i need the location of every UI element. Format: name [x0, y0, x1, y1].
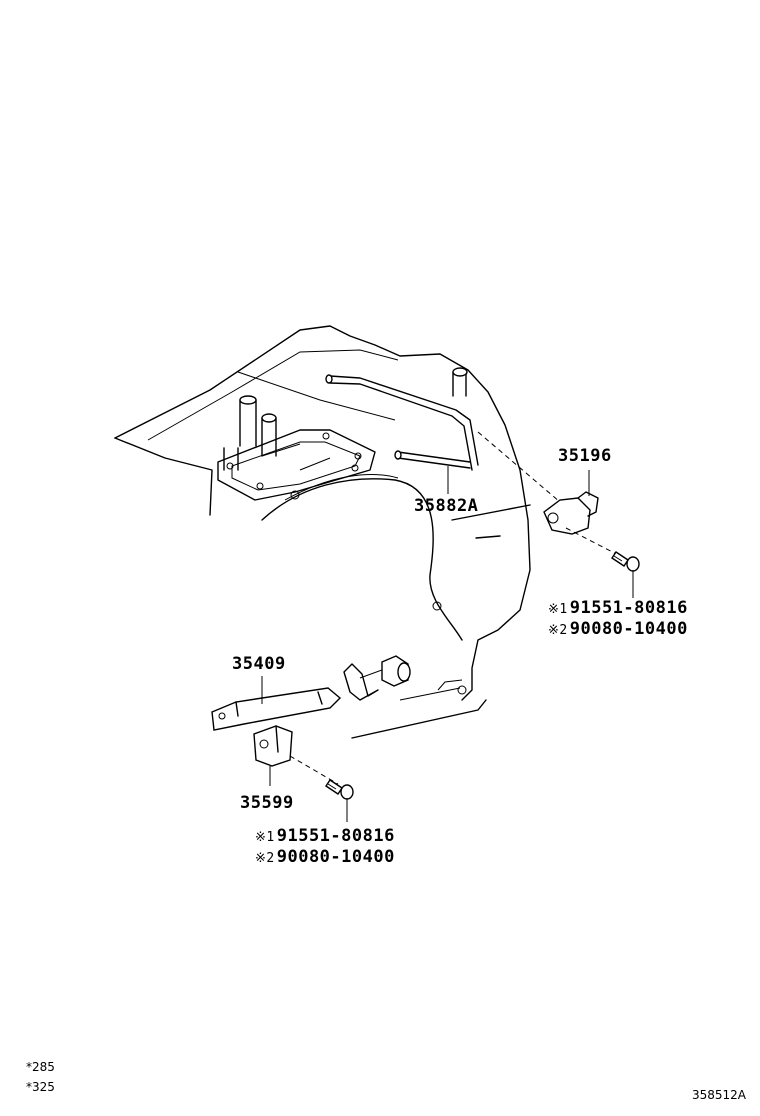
upper-bolt [611, 551, 640, 598]
footnote-2: *325 [26, 1080, 55, 1094]
part-label-35409: 35409 [232, 654, 286, 674]
part-label-35882a: 35882A [414, 496, 479, 516]
lower-bracket [253, 725, 293, 786]
transmission-housing [114, 325, 531, 739]
lever-bracket [211, 655, 411, 731]
option-mark: ※1 [255, 830, 275, 845]
footnote-1: *285 [26, 1060, 55, 1074]
bolt-part-number: 91551-80816 [276, 826, 395, 846]
part-label-35196: 35196 [558, 446, 612, 466]
upper-clamp [543, 470, 599, 535]
bolt-part-number: 91551-80816 [569, 598, 688, 618]
bolt-part-number: 90080-10400 [569, 619, 688, 639]
lower-bolt [325, 779, 354, 822]
diagram-code: 358512A [692, 1088, 747, 1102]
option-mark: ※1 [548, 602, 568, 617]
option-mark: ※2 [548, 623, 568, 638]
vent-tube [325, 374, 479, 494]
part-label-35599: 35599 [240, 793, 294, 813]
option-mark: ※2 [255, 851, 275, 866]
bolt-part-number: 90080-10400 [276, 847, 395, 867]
